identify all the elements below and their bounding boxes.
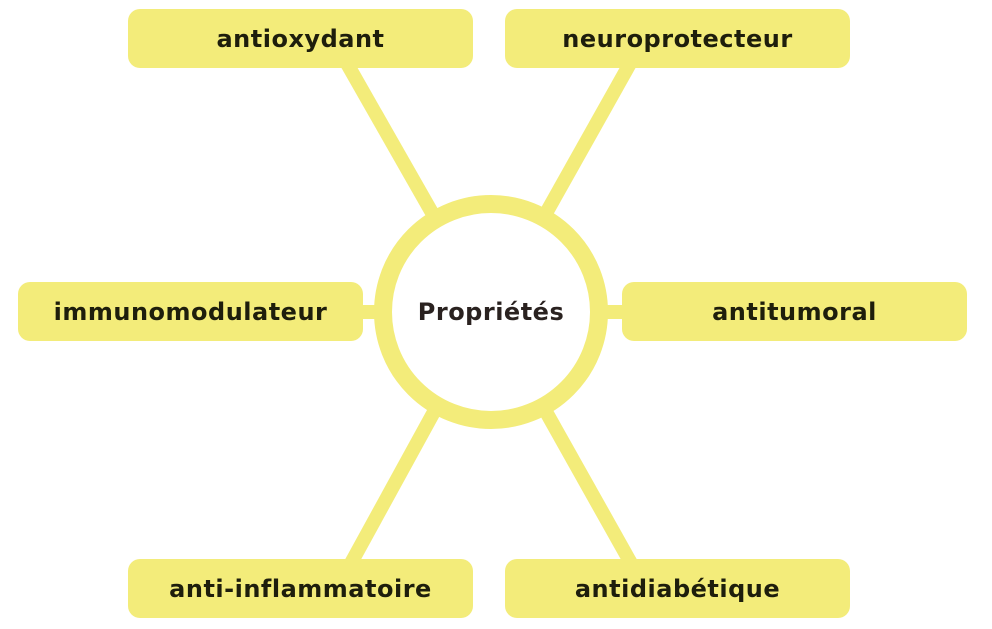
center-node: Propriétés: [374, 195, 608, 429]
node-anti-inflammatoire: anti-inflammatoire: [128, 559, 473, 618]
node-immunomodulateur: immunomodulateur: [18, 282, 363, 341]
node-antidiabetique: antidiabétique: [505, 559, 850, 618]
node-label: antidiabétique: [574, 574, 781, 603]
node-neuroprotecteur: neuroprotecteur: [505, 9, 850, 68]
connector-antioxydant: [338, 56, 442, 222]
connector-anti-inflammatoire: [343, 406, 442, 569]
node-label: antitumoral: [712, 297, 877, 326]
node-label: neuroprotecteur: [562, 24, 793, 53]
connector-neuroprotecteur: [538, 56, 639, 219]
node-antioxydant: antioxydant: [128, 9, 473, 68]
node-label: antioxydant: [216, 24, 385, 53]
connector-antidiabetique: [538, 406, 639, 569]
node-antitumoral: antitumoral: [622, 282, 967, 341]
node-label: anti-inflammatoire: [169, 574, 432, 603]
center-label: Propriétés: [417, 298, 565, 326]
node-label: immunomodulateur: [53, 297, 328, 326]
